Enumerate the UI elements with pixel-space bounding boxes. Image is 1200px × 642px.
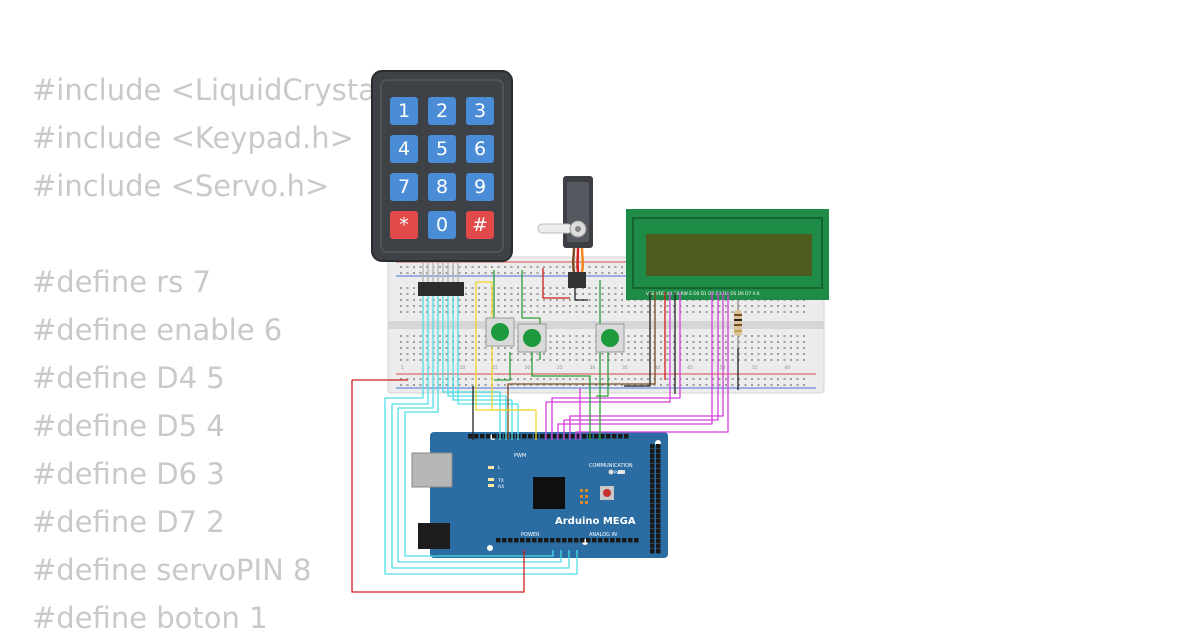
code-line: #define boton 1 <box>32 601 268 635</box>
breadboard-column-number: 35 <box>622 365 628 371</box>
keypad-key-label: 9 <box>474 176 486 198</box>
lcd-display: VSS VDD V0 RS RW E D0 D1 D2 D3 D4 D5 D6 … <box>626 209 829 300</box>
keypad-key-label: 6 <box>474 138 486 160</box>
breadboard-column-number: 15 <box>492 365 498 371</box>
code-line: #define servoPIN 8 <box>32 553 312 587</box>
breadboard-column-number: 30 <box>590 365 596 371</box>
breadboard-column-number: 45 <box>687 365 693 371</box>
power-label: POWER <box>521 532 540 538</box>
code-line: #define D7 2 <box>32 505 225 539</box>
keypad-key: 0 <box>428 211 456 239</box>
code-line: #include <Keypad.h> <box>32 121 354 155</box>
keypad-key: 9 <box>466 173 494 201</box>
breadboard-column-number: 10 <box>460 365 466 371</box>
keypad-keys: 1 2 3 4 5 6 7 8 9 * 0 # <box>390 97 494 239</box>
push-button-1 <box>485 317 515 347</box>
keypad-key-label: * <box>399 214 409 236</box>
keypad-key: 3 <box>466 97 494 125</box>
arduino-mega-board: Arduino MEGA PWM COMMUNICATION POWER ANA… <box>411 432 668 558</box>
code-line: #define rs 7 <box>32 265 211 299</box>
keypad-key: * <box>390 211 418 239</box>
lcd-pin-labels: VSS VDD V0 RS RW E D0 D1 D2 D3 D4 D5 D6 … <box>646 291 760 297</box>
servo-motor <box>537 176 593 288</box>
code-line: #define D5 4 <box>32 409 225 443</box>
keypad-key-label: 1 <box>398 100 410 122</box>
keypad-key: 2 <box>428 97 456 125</box>
arduino-pin-headers <box>468 434 661 554</box>
code-line: #define D4 5 <box>32 361 225 395</box>
code-line: #define enable 6 <box>32 313 283 347</box>
push-button-2 <box>517 323 547 353</box>
keypad: 1 2 3 4 5 6 7 8 9 * 0 # <box>371 70 513 296</box>
keypad-key: 8 <box>428 173 456 201</box>
keypad-connector <box>422 262 459 282</box>
communication-label: COMMUNICATION <box>589 463 633 469</box>
tx-led-label: TX <box>497 478 504 484</box>
code-line: #include <Servo.h> <box>32 169 330 203</box>
keypad-key-label: 3 <box>474 100 486 122</box>
keypad-key-label: 0 <box>436 214 448 236</box>
keypad-key-label: # <box>472 214 488 236</box>
keypad-key: 6 <box>466 135 494 163</box>
keypad-key-label: 2 <box>436 100 448 122</box>
rx-led-label: RX <box>498 484 504 490</box>
keypad-key-label: 7 <box>398 176 410 198</box>
keypad-key: 7 <box>390 173 418 201</box>
breadboard-column-number: 20 <box>525 365 531 371</box>
breadboard-column-number: 55 <box>752 365 758 371</box>
breadboard-column-number: 1 <box>401 365 404 371</box>
pwr-label: PWR <box>614 470 623 475</box>
keypad-key-label: 5 <box>436 138 448 160</box>
keypad-key: 4 <box>390 135 418 163</box>
breadboard-column-number: 25 <box>557 365 563 371</box>
wires <box>351 268 739 593</box>
arduino-name-label: Arduino MEGA <box>555 516 636 527</box>
keypad-key: # <box>466 211 494 239</box>
code-line: #define D6 3 <box>32 457 225 491</box>
keypad-key: 1 <box>390 97 418 125</box>
push-button-3 <box>595 323 625 353</box>
keypad-key-label: 8 <box>436 176 448 198</box>
l-led-label: L <box>498 465 501 471</box>
breadboard-column-number: 60 <box>785 365 791 371</box>
breadboard-column-number: 40 <box>655 365 661 371</box>
keypad-key-label: 4 <box>398 138 410 160</box>
resistor <box>734 300 742 348</box>
keypad-key: 5 <box>428 135 456 163</box>
pwm-label: PWM <box>514 453 526 459</box>
analog-in-label: ANALOG IN <box>589 532 617 538</box>
